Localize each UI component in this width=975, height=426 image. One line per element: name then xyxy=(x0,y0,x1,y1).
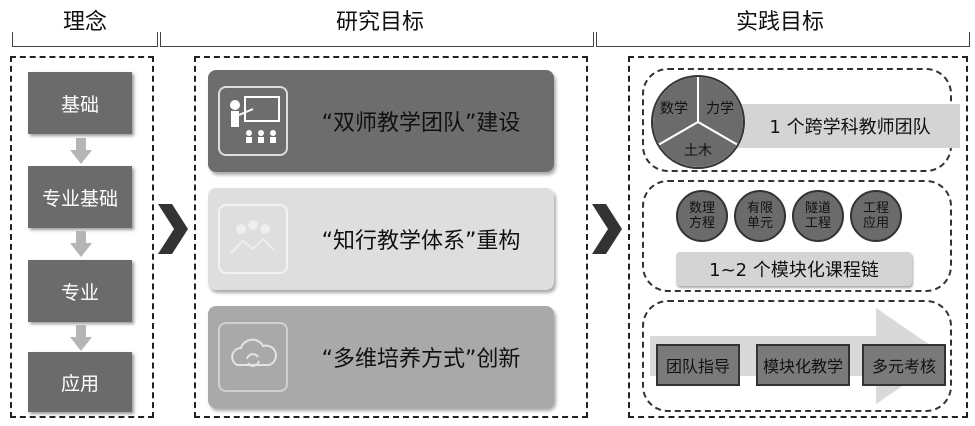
chevron-right-icon xyxy=(592,204,622,254)
concept-panel xyxy=(10,56,154,418)
concept-box-foundation: 基础 xyxy=(28,72,132,134)
header-concept: 理念 xyxy=(62,10,107,35)
chevron-right-icon xyxy=(158,204,188,254)
header-research-goals: 研究目标 xyxy=(335,10,424,35)
pie-segment-civil: 土木 xyxy=(684,143,712,159)
goal-band-teaching-team: “双师教学团队”建设 xyxy=(208,70,554,172)
methods-section xyxy=(642,300,952,412)
courses-section xyxy=(642,180,952,292)
pie-segment-mechanics: 力学 xyxy=(706,101,734,117)
goal-label: “知行教学体系”重构 xyxy=(321,229,521,254)
course-circle: 有限 单元 xyxy=(734,190,786,242)
goal-label: “双师教学团队”建设 xyxy=(321,111,521,136)
course-circle: 工程 应用 xyxy=(850,190,902,242)
header-practice-goals: 实践目标 xyxy=(735,10,824,35)
concept-box-application: 应用 xyxy=(28,352,132,412)
pie-segment-math: 数学 xyxy=(660,101,688,117)
course-circle: 数理 方程 xyxy=(676,190,728,242)
discipline-pie-icon xyxy=(651,74,745,169)
method-box-team-guidance: 团队指导 xyxy=(656,344,740,386)
concept-box-professional: 专业 xyxy=(28,260,132,322)
header-bracket-right xyxy=(596,32,970,47)
down-arrow-icon xyxy=(70,231,92,257)
method-box-modular-teaching: 模块化教学 xyxy=(756,344,850,386)
down-arrow-icon xyxy=(70,325,92,351)
research-goals-panel xyxy=(194,56,588,418)
goal-label: “多维培养方式”创新 xyxy=(321,347,521,372)
course-circle: 隧道 工程 xyxy=(792,190,844,242)
header-bracket-middle xyxy=(160,32,594,47)
teacher-classroom-icon xyxy=(218,86,288,156)
header-bracket-left xyxy=(12,32,158,47)
method-box-multi-assessment: 多元考核 xyxy=(862,344,946,386)
people-network-icon xyxy=(218,204,288,274)
courses-label-bar: 1~2 个模块化课程链 xyxy=(676,252,912,286)
down-arrow-icon xyxy=(70,138,92,164)
practice-goals-panel xyxy=(628,56,968,418)
concept-box-professional-foundation: 专业基础 xyxy=(28,166,132,228)
goal-band-teaching-system: “知行教学体系”重构 xyxy=(208,188,554,290)
goal-band-training-methods: “多维培养方式”创新 xyxy=(208,306,554,408)
cloud-refresh-icon xyxy=(218,322,288,392)
team-label-bar: 1 个跨学科教师团队 xyxy=(730,104,960,148)
